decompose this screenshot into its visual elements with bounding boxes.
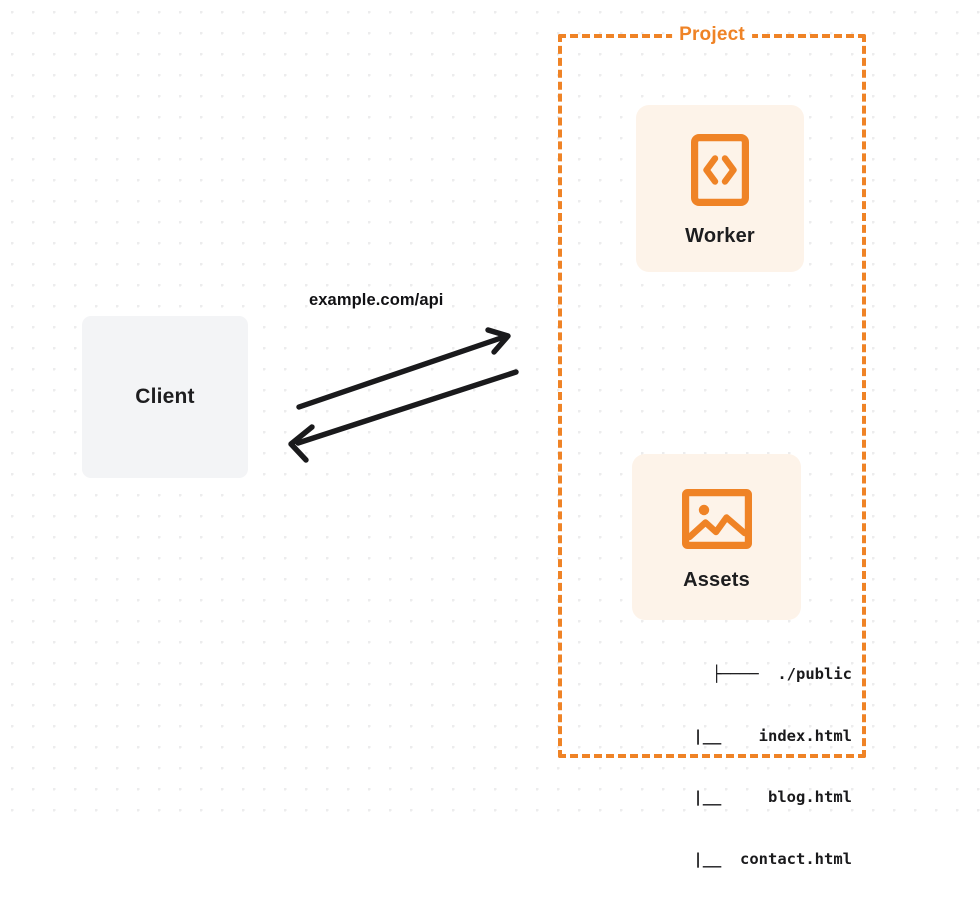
tree-row: |__ contact.html [693,849,852,868]
worker-card[interactable]: Worker [636,105,804,272]
client-node[interactable]: Client [82,316,248,478]
asset-file-tree: ├──── ./public |__ index.html |__ blog.h… [602,623,852,910]
assets-card[interactable]: Assets [632,454,801,620]
tree-row: |__ blog.html [693,788,852,806]
request-url-label: example.com/api [309,291,444,309]
worker-card-label: Worker [685,224,755,247]
code-brackets-icon [690,133,749,206]
project-container: Project Worker Assets [558,24,866,868]
tree-row: |__ index.html [693,726,852,745]
image-icon [681,488,752,549]
tree-row: ├──── ./public [712,665,852,683]
response-arrow [288,369,519,463]
request-arrow [296,327,511,410]
client-node-label: Client [135,385,195,408]
project-title: Project [672,24,752,46]
diagram-canvas: Client example.com/api Project [0,0,980,868]
assets-card-label: Assets [683,568,750,591]
